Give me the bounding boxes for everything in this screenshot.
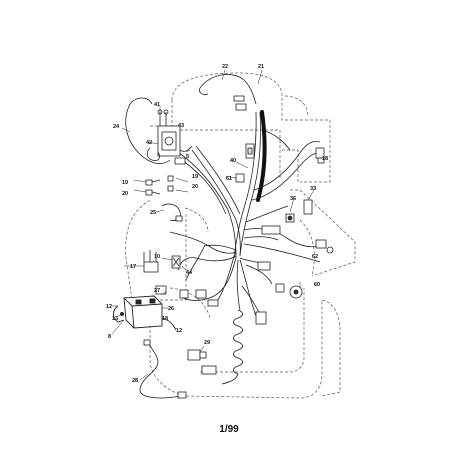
harness-bundle-black xyxy=(256,110,267,202)
plug-25 xyxy=(161,203,183,222)
callout-43: 43 xyxy=(178,123,184,129)
connectors-mid-left xyxy=(143,250,207,299)
callout-36: 36 xyxy=(290,196,296,202)
callout-42: 42 xyxy=(146,140,152,146)
callout-28: 28 xyxy=(132,378,138,384)
connectors-lower-right xyxy=(207,285,303,325)
callout-18-lower: 18 xyxy=(162,316,168,322)
callout-19-left: 19 xyxy=(122,180,128,186)
connectors-left xyxy=(145,175,174,196)
callout-60: 60 xyxy=(314,282,320,288)
lower-switch-assembly xyxy=(139,339,217,399)
callout-19-right: 19 xyxy=(192,174,198,180)
callout-44: 44 xyxy=(186,270,193,276)
page-code: 1/99 xyxy=(219,424,239,435)
callout-12-lower: 12 xyxy=(176,328,182,334)
callout-26: 26 xyxy=(168,306,174,312)
callout-12-upper: 12 xyxy=(106,304,112,310)
callout-29: 29 xyxy=(204,340,210,346)
top-wire-assembly xyxy=(199,74,257,111)
callout-62: 62 xyxy=(312,254,318,260)
callout-5: 5 xyxy=(186,154,189,160)
chassis-outline xyxy=(125,72,356,399)
callout-20-left: 20 xyxy=(122,191,128,197)
callout-8: 8 xyxy=(108,334,111,340)
callout-13: 13 xyxy=(112,316,118,322)
main-harness xyxy=(169,111,323,319)
callout-10: 10 xyxy=(154,254,160,260)
callout-24: 24 xyxy=(113,124,120,130)
ignition-switch-assembly xyxy=(125,97,193,165)
battery xyxy=(113,295,177,331)
leader-lines xyxy=(111,69,315,381)
callout-33: 33 xyxy=(310,186,316,192)
callout-17: 17 xyxy=(130,264,136,270)
callout-61: 61 xyxy=(226,176,232,182)
callout-18-upper: 18 xyxy=(322,156,328,162)
callout-21: 21 xyxy=(258,64,264,70)
connectors-right xyxy=(235,143,334,293)
callout-25: 25 xyxy=(150,210,156,216)
callout-27: 27 xyxy=(154,288,160,294)
callout-20-right: 20 xyxy=(192,184,198,190)
coiled-wire xyxy=(221,309,243,385)
callout-40: 40 xyxy=(230,158,236,164)
callout-22: 22 xyxy=(222,64,228,70)
callout-41: 41 xyxy=(154,102,160,108)
